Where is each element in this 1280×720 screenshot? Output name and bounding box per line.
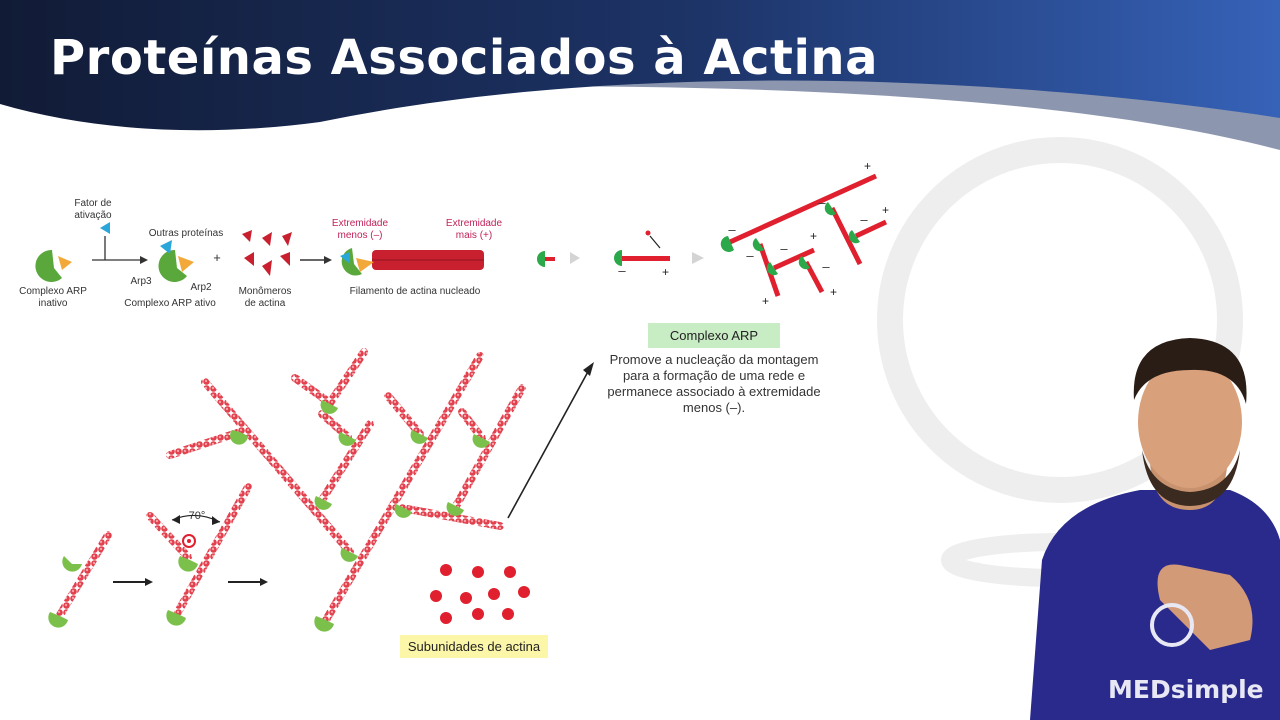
actin-monomers-icon	[242, 230, 292, 276]
arp-step-2-icon	[614, 230, 670, 266]
minus-sign-1: –	[618, 263, 626, 278]
minus-sign-3: –	[746, 248, 754, 263]
bottom-arrowhead-1	[145, 578, 153, 586]
actin-filaments	[56, 348, 526, 624]
slide-header: Proteínas Associados à Actina	[0, 0, 1280, 160]
minus-sign-6: –	[818, 195, 826, 210]
arp-complex-marks	[48, 400, 490, 632]
bottom-arrowhead-2	[260, 578, 268, 586]
angle-arrow-left	[172, 515, 180, 524]
cursor-pointer-icon	[182, 534, 196, 548]
arp3-label: Arp3	[130, 276, 152, 287]
branch-arp-marks	[720, 202, 860, 276]
sign-plus-3: +	[810, 229, 817, 243]
plus-sign-label: +	[213, 250, 221, 265]
active-arp-complex-icon	[158, 240, 194, 282]
inactive-arp-complex-icon	[35, 249, 72, 282]
activation-arrow-icon	[92, 222, 148, 264]
arp2-label: Arp2	[190, 282, 212, 293]
branched-network-icon	[728, 173, 888, 297]
nucleated-filament-icon	[340, 248, 484, 276]
presenter-figure	[1030, 338, 1280, 720]
sign-plus-6: +	[662, 265, 669, 279]
brand-logo-text: MEDsimple	[1108, 675, 1264, 704]
arp-complex-description: Promove a nucleação da montagem para a f…	[607, 352, 821, 415]
minus-sign-7: –	[860, 212, 868, 227]
sign-plus-5: +	[830, 285, 837, 299]
top-arrowhead-2	[324, 256, 332, 264]
active-complex-label: Complexo ARP ativo	[124, 298, 216, 309]
angle-arrow-right	[212, 516, 220, 525]
nucleated-filament-label: Filamento de actina nucleado	[349, 286, 481, 297]
actin-subunits-icon	[430, 564, 530, 624]
header-banner	[0, 0, 1280, 150]
other-proteins-label: Outras proteínas	[148, 228, 224, 239]
pointer-arrowhead	[583, 362, 594, 376]
sign-plus-4: +	[762, 294, 769, 308]
angle-label: 70°	[188, 510, 206, 522]
cursor-dot	[187, 539, 191, 543]
minus-sign-2: –	[728, 222, 736, 237]
arp-complex-box: Complexo ARP	[648, 323, 780, 348]
pointer-arrow	[507, 367, 591, 519]
grey-arrow-1	[570, 252, 580, 264]
arp-step-1-icon	[537, 251, 555, 267]
sign-plus-2: +	[882, 203, 889, 217]
actin-subunits-label: Subunidades de actina	[400, 635, 548, 658]
slide-title: Proteínas Associados à Actina	[50, 30, 878, 86]
minus-sign-4: –	[780, 241, 788, 256]
minus-sign-5: –	[822, 259, 830, 274]
sign-plus-1: +	[864, 159, 871, 173]
grey-arrow-2	[692, 252, 704, 264]
